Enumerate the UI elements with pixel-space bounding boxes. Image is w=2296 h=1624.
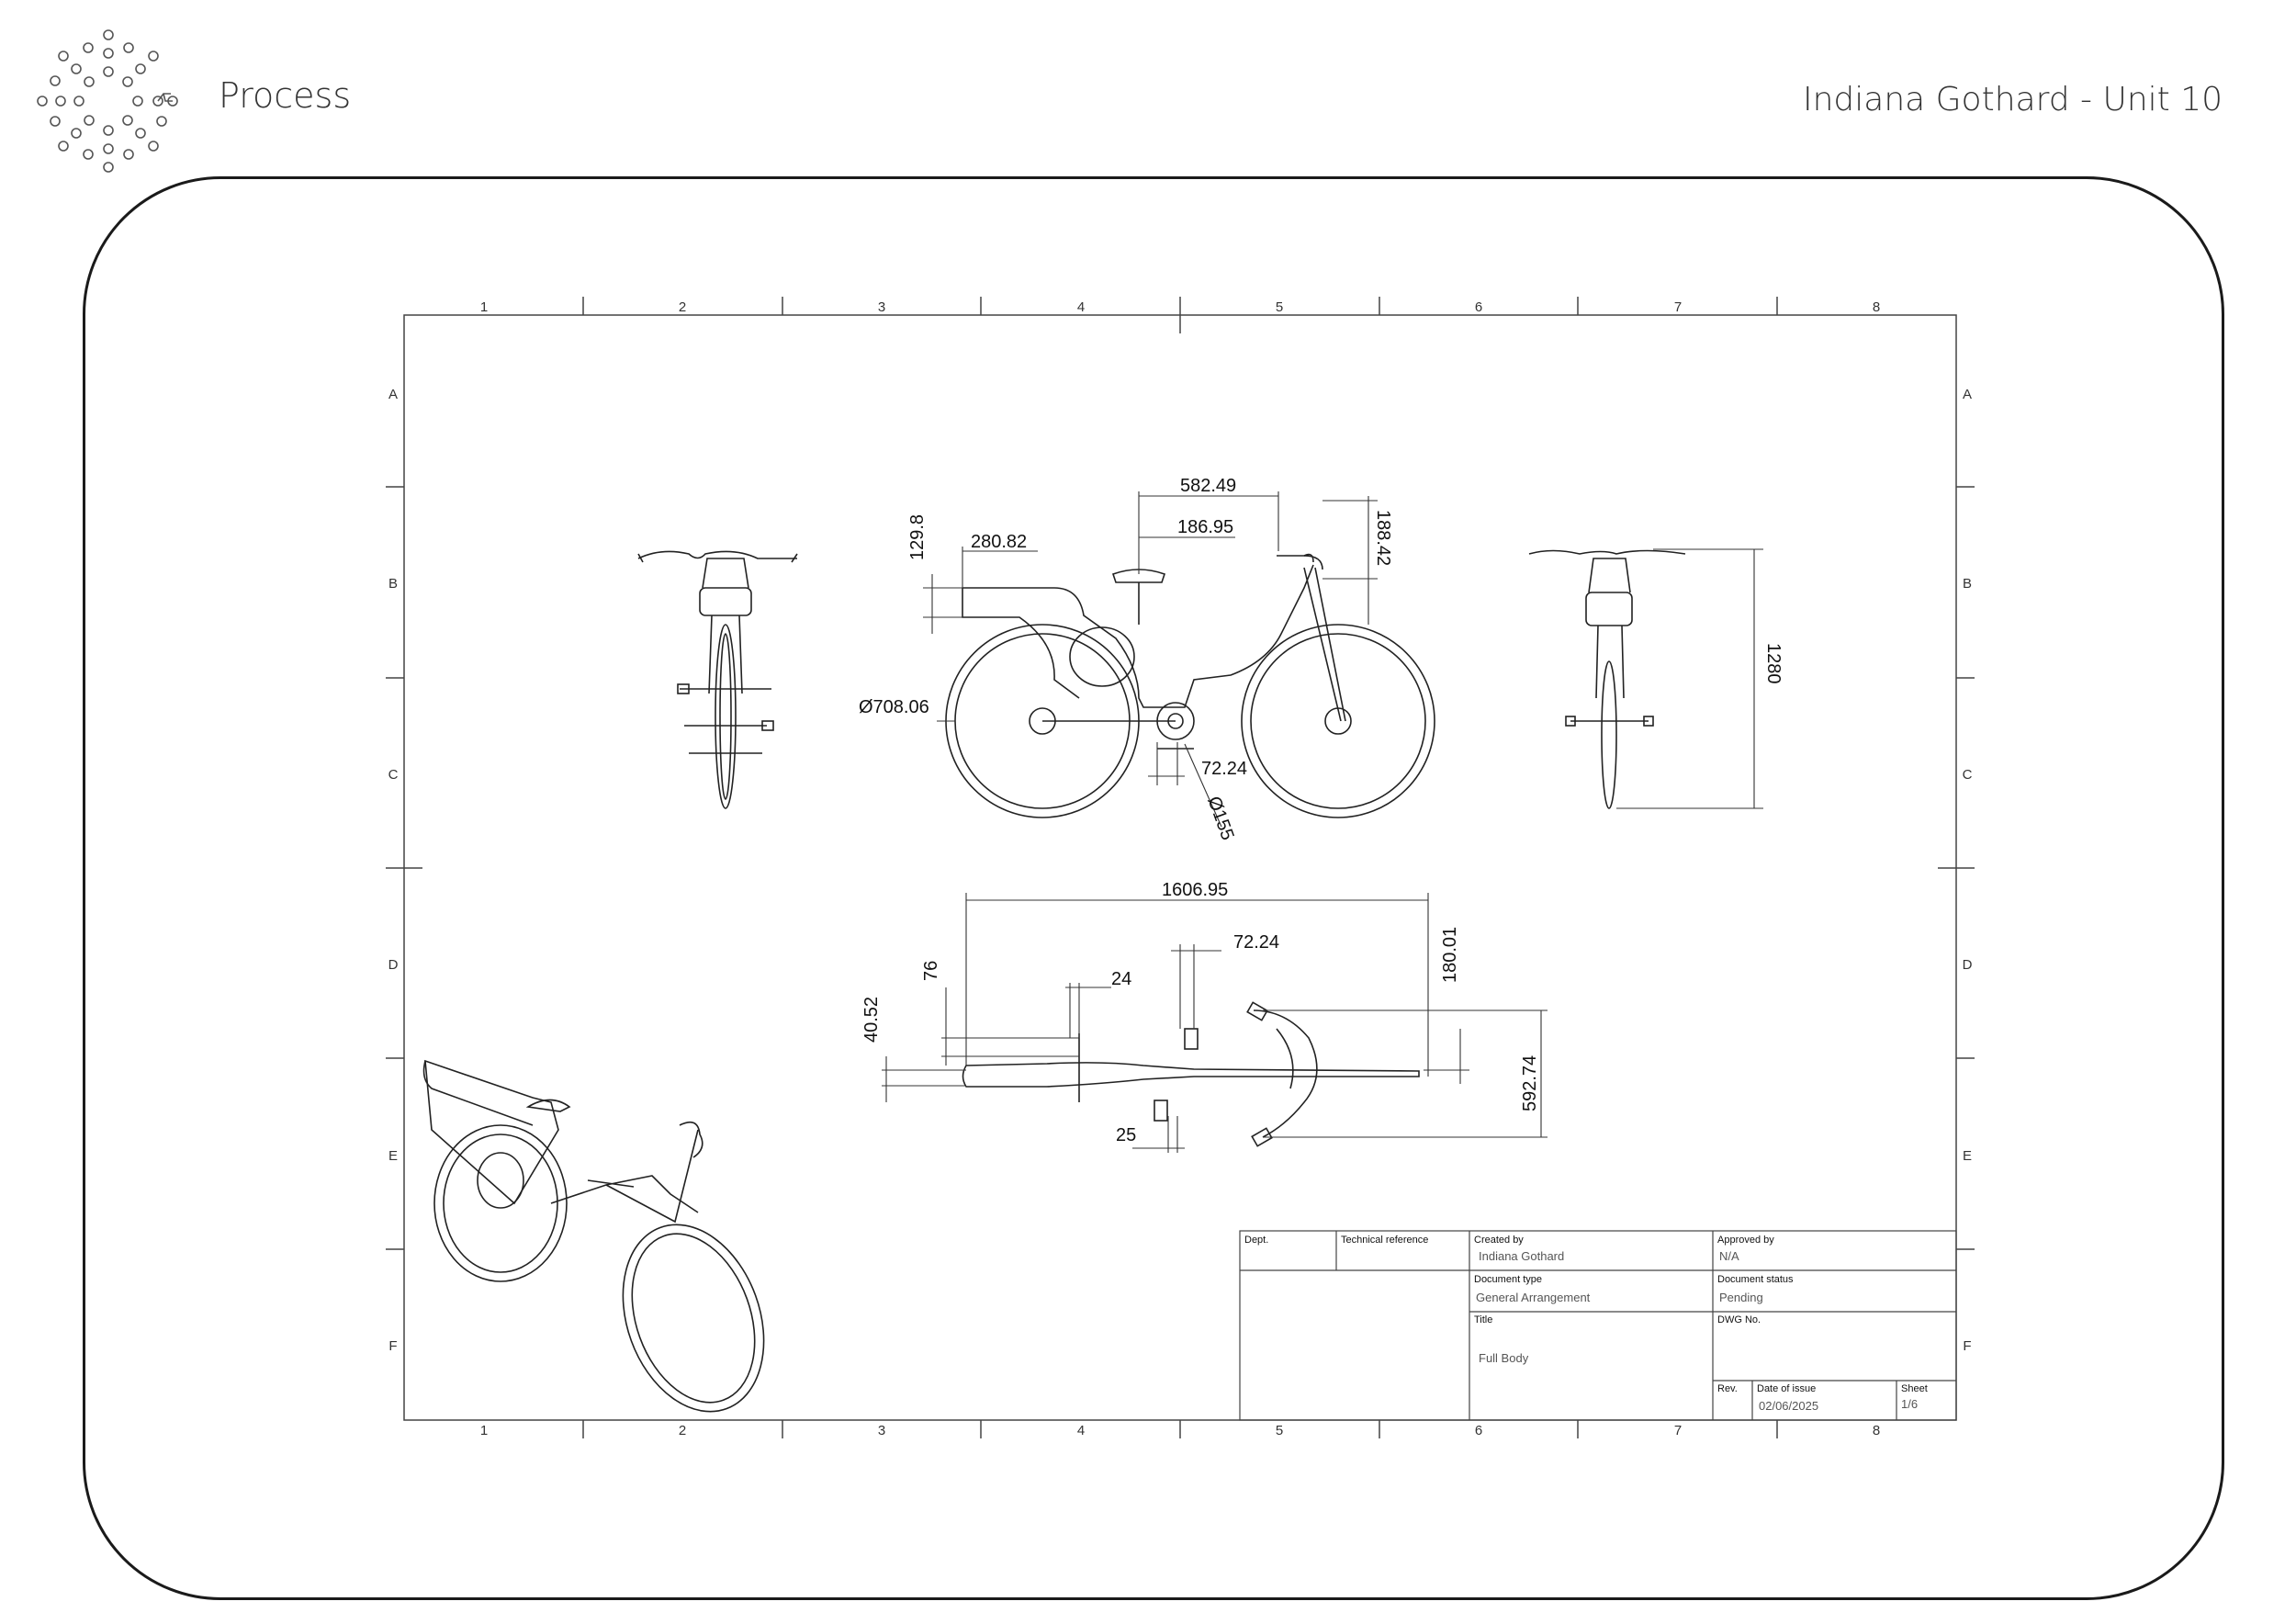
col-label: 4 [1077, 1423, 1085, 1438]
tb-rev-label: Rev. [1717, 1383, 1738, 1394]
col-label: 1 [480, 1423, 488, 1438]
bike-rear-view [1528, 549, 1686, 809]
tb-title: Full Body [1479, 1351, 1529, 1365]
dim-592-74: 592.74 [1520, 1055, 1540, 1111]
row-label: C [388, 767, 399, 783]
col-label: 4 [1077, 299, 1085, 315]
bike-front-view [637, 550, 798, 809]
tb-sheet-label: Sheet [1901, 1383, 1928, 1394]
row-label: B [388, 576, 398, 592]
col-label: 2 [679, 299, 686, 315]
row-label: D [388, 957, 399, 973]
row-label: B [1963, 576, 1972, 592]
col-label: 1 [480, 299, 488, 315]
dim-72-24-side: 72.24 [1201, 759, 1247, 779]
content-frame [83, 176, 2224, 1600]
col-label: 5 [1276, 1423, 1283, 1438]
dim-chainring: Ø155 [1203, 794, 1237, 843]
dim-wheel-dia: Ø708.06 [859, 697, 929, 717]
author-unit: Indiana Gothard - Unit 10 [1802, 81, 2223, 118]
tb-dwg-label: DWG No. [1717, 1314, 1761, 1325]
col-label: 7 [1674, 1423, 1682, 1438]
row-label: C [1963, 767, 1973, 783]
row-label: E [388, 1148, 398, 1164]
row-label: F [388, 1338, 397, 1354]
dim-188-42: 188.42 [1373, 510, 1393, 566]
tb-docstatus-label: Document status [1717, 1274, 1794, 1285]
dim-40-52: 40.52 [861, 997, 882, 1043]
tb-sheet: 1/6 [1901, 1397, 1918, 1411]
tb-doc-status: Pending [1719, 1291, 1763, 1304]
col-label: 2 [679, 1423, 686, 1438]
dim-582-49: 582.49 [1180, 476, 1236, 496]
sheet-border [386, 297, 1975, 1438]
dim-76: 76 [921, 961, 941, 981]
tb-created-by: Indiana Gothard [1479, 1249, 1564, 1263]
dim-180-01: 180.01 [1440, 927, 1460, 983]
tb-created-label: Created by [1474, 1235, 1524, 1246]
bike-top-view [962, 1001, 1420, 1147]
dim-24: 24 [1111, 969, 1131, 989]
dim-129-8: 129.8 [907, 514, 928, 560]
bike-side-view [945, 553, 1435, 818]
dim-1606-95: 1606.95 [1162, 880, 1228, 900]
row-label: E [1963, 1148, 1972, 1164]
logo-icon [37, 29, 178, 173]
col-label: 5 [1276, 299, 1283, 315]
dim-1280: 1280 [1763, 643, 1784, 684]
dim-25: 25 [1116, 1125, 1136, 1145]
tb-techref-label: Technical reference [1341, 1235, 1428, 1246]
dim-280-82: 280.82 [971, 532, 1027, 552]
tb-approved-label: Approved by [1717, 1235, 1774, 1246]
tb-doc-type: General Arrangement [1476, 1291, 1591, 1304]
col-label: 8 [1873, 1423, 1880, 1438]
row-label: A [1963, 387, 1972, 402]
dim-186-95: 186.95 [1177, 517, 1233, 537]
tb-approved-by: N/A [1719, 1249, 1739, 1263]
tb-title-label: Title [1474, 1314, 1492, 1325]
dim-72-24-top: 72.24 [1233, 932, 1279, 953]
section-title: Process [219, 75, 352, 116]
tb-doctype-label: Document type [1474, 1274, 1542, 1285]
col-label: 6 [1475, 1423, 1482, 1438]
title-block [1239, 1230, 1957, 1421]
row-label: D [1963, 957, 1973, 973]
row-label: F [1963, 1338, 1971, 1354]
bike-isometric-view [422, 1059, 765, 1413]
col-label: 3 [878, 299, 885, 315]
tb-dept-label: Dept. [1244, 1235, 1268, 1246]
dimension-lines [882, 491, 1763, 1153]
col-label: 3 [878, 1423, 885, 1438]
tb-date: 02/06/2025 [1759, 1399, 1818, 1413]
col-label: 8 [1873, 299, 1880, 315]
col-label: 6 [1475, 299, 1482, 315]
col-label: 7 [1674, 299, 1682, 315]
tb-date-label: Date of issue [1757, 1383, 1816, 1394]
row-label: A [388, 387, 398, 402]
